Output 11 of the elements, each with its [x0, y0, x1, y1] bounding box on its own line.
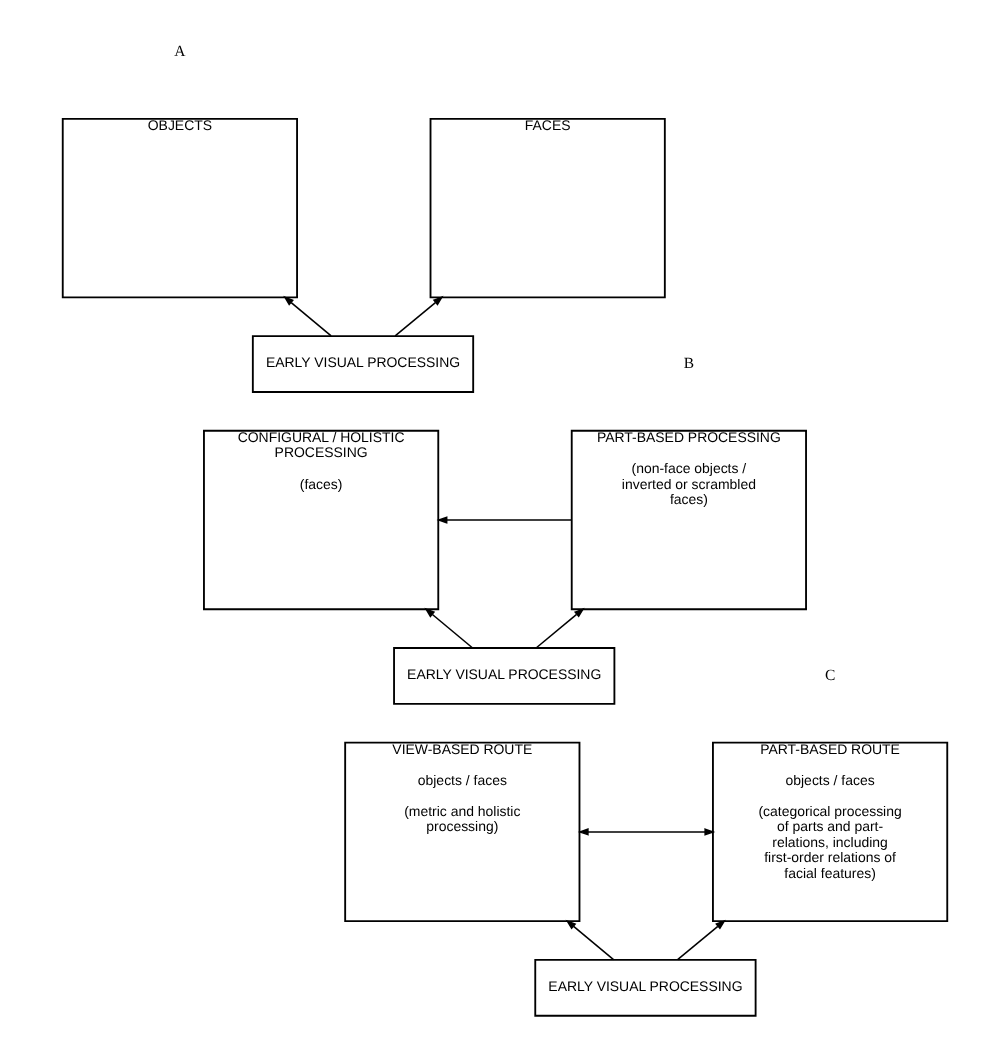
arrow	[675, 918, 725, 960]
arrow	[435, 515, 572, 523]
arrow	[576, 827, 715, 835]
arrow	[423, 606, 473, 648]
label: B	[682, 352, 694, 371]
arrow	[282, 294, 331, 336]
label: A	[173, 41, 185, 60]
arrow	[534, 606, 584, 648]
arrow	[393, 294, 443, 336]
label: C	[823, 664, 835, 683]
arrow	[564, 918, 614, 960]
